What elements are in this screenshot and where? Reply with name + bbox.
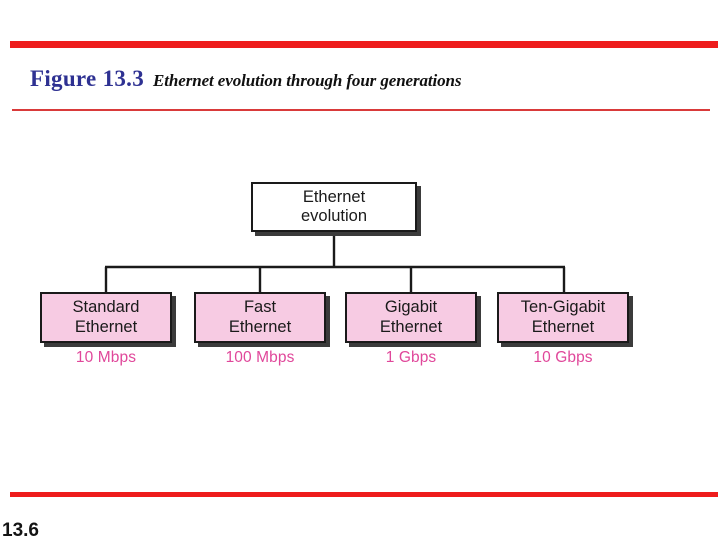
node-standard-ethernet[interactable]: Standard Ethernet <box>40 292 172 343</box>
title-underline-rule <box>12 109 710 111</box>
node-child-label-line1: Gigabit <box>384 298 438 317</box>
top-red-rule <box>10 41 718 48</box>
figure-caption: Ethernet evolution through four generati… <box>153 71 462 90</box>
speed-label-ten-gigabit-ethernet: 10 Gbps <box>533 349 593 366</box>
node-child-label: Fast Ethernet <box>225 298 295 336</box>
node-child-label-line1: Standard <box>72 298 140 317</box>
node-root-label: Ethernet evolution <box>297 188 371 226</box>
speed-label-standard-ethernet: 10 Mbps <box>75 349 137 366</box>
node-child-label-line2: Ethernet <box>74 317 138 336</box>
node-root-label-line2: evolution <box>300 207 368 225</box>
speed-label-fast-ethernet: 100 Mbps <box>225 349 295 366</box>
node-child-label: Gigabit Ethernet <box>376 298 446 336</box>
page-number: 13.6 <box>2 520 39 541</box>
node-ethernet-evolution[interactable]: Ethernet evolution <box>251 182 417 232</box>
node-gigabit-ethernet[interactable]: Gigabit Ethernet <box>345 292 477 343</box>
node-child-label-line1: Fast <box>243 298 277 317</box>
node-fast-ethernet[interactable]: Fast Ethernet <box>194 292 326 343</box>
bottom-red-rule <box>10 492 718 497</box>
node-child-label-line2: Ethernet <box>228 317 292 336</box>
node-child-label: Ten-Gigabit Ethernet <box>517 298 609 336</box>
node-ten-gigabit-ethernet[interactable]: Ten-Gigabit Ethernet <box>497 292 629 343</box>
node-child-label-line2: Ethernet <box>379 317 443 336</box>
node-child-label-line1: Ten-Gigabit <box>520 298 606 317</box>
node-child-label-line2: Ethernet <box>531 317 595 336</box>
speed-label-gigabit-ethernet: 1 Gbps <box>385 349 437 366</box>
node-root-label-line1: Ethernet <box>302 187 366 206</box>
figure-label: Figure 13.3 <box>30 66 145 91</box>
page-title: Figure 13.3 Ethernet evolution through fo… <box>30 66 462 92</box>
node-child-label: Standard Ethernet <box>69 298 144 336</box>
